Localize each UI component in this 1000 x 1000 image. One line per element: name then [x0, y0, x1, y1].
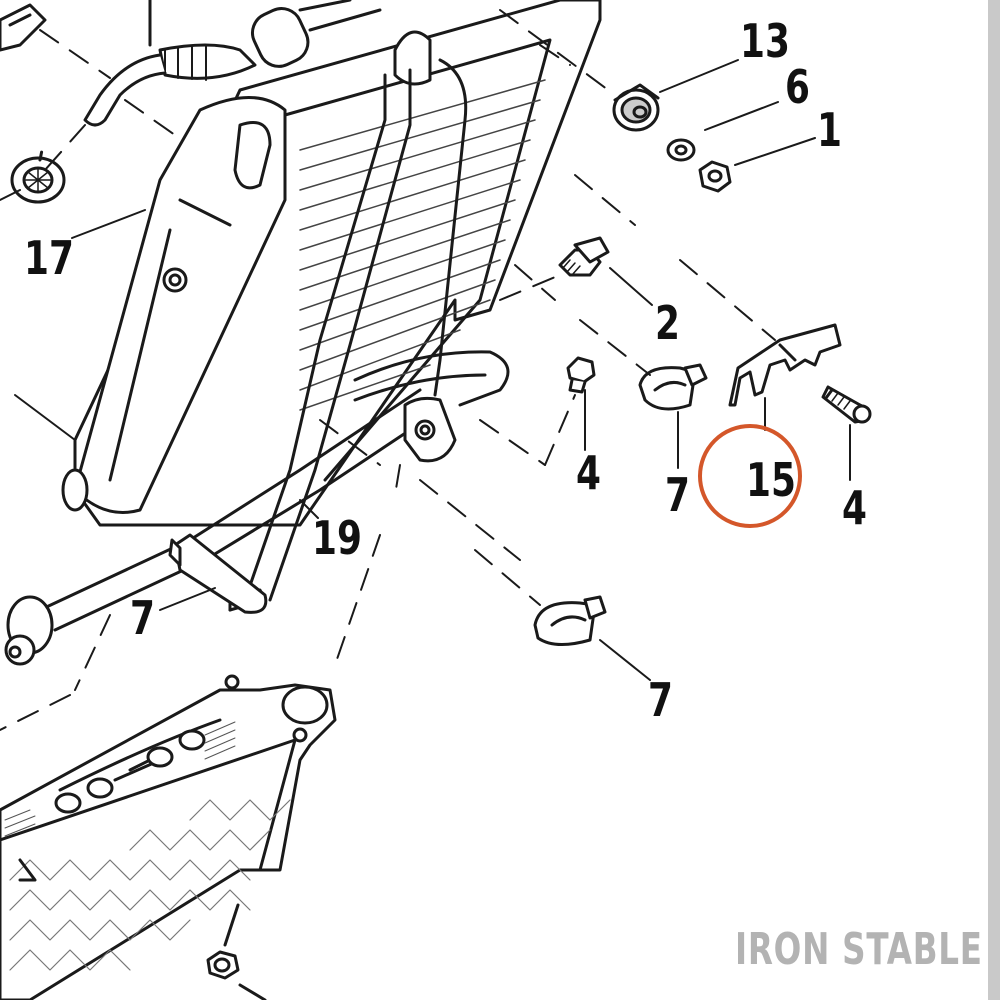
lower-hose	[4, 388, 442, 666]
fitting-13	[612, 83, 660, 132]
clamp-7-lower	[533, 595, 607, 646]
callout-19: 19	[312, 511, 362, 565]
callout-7-left: 7	[130, 591, 155, 645]
callout-6: 6	[785, 60, 810, 114]
oil-cooler-upper	[61, 0, 602, 527]
hose-bracket	[403, 396, 457, 463]
callout-4-right: 4	[842, 481, 867, 535]
grommet-17	[10, 148, 66, 204]
assembly-lines	[0, 9, 776, 731]
bolt-4-right	[821, 385, 872, 424]
callout-13: 13	[740, 14, 790, 68]
top-hoses	[83, 0, 432, 127]
bracket-15	[728, 323, 842, 407]
fitting-2	[558, 236, 610, 277]
nut-1	[698, 160, 732, 193]
page-edge	[988, 0, 1000, 1000]
bottom-nut	[206, 903, 267, 1000]
callout-1: 1	[817, 103, 842, 157]
oil-cooler-lower	[0, 674, 337, 1000]
callout-4-left: 4	[576, 446, 601, 500]
callout-2: 2	[655, 296, 680, 350]
leader-lines	[0, 59, 851, 681]
clamp-7-upper	[638, 363, 708, 411]
callout-17: 17	[24, 231, 74, 285]
top-left-fitting	[0, 3, 47, 52]
watermark: IRON STABLE	[735, 924, 983, 975]
bolt-4-left	[566, 356, 596, 394]
callout-7-upper: 7	[665, 468, 690, 522]
callout-15: 15	[746, 453, 796, 507]
highlight-circle	[698, 424, 802, 528]
p-clip	[168, 533, 268, 614]
callout-7-lower: 7	[648, 673, 673, 727]
washer-6	[666, 138, 696, 162]
